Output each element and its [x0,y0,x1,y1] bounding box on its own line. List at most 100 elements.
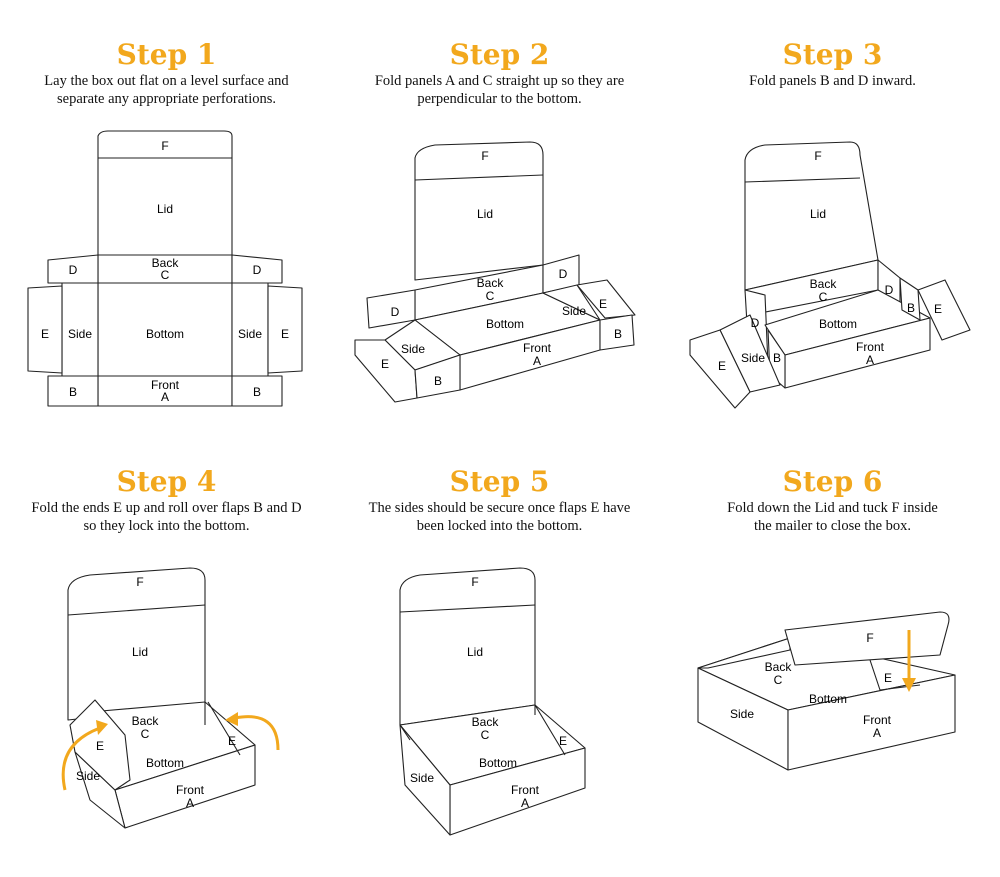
label-e: E [559,734,567,748]
label-side: Side [741,351,765,365]
label-e: E [884,671,892,685]
panel-f [97,130,233,159]
label-c: C [481,728,490,742]
step-title: Step 5 [449,465,550,498]
label-a: A [873,726,881,740]
label-e: E [96,739,104,753]
label-d: D [69,263,78,277]
desc-line: the mailer to close the box. [753,518,912,534]
step-title: Step 4 [116,465,217,498]
label-front: Front [511,783,540,797]
label-a: A [866,353,874,367]
fold-arrow-icon [61,726,101,791]
label-f: F [161,139,168,153]
label-side: Side [562,304,586,318]
label-b: B [434,374,442,388]
step-6: Step 6 Fold down the Lid and tuck F insi… [666,465,999,535]
step-title: Step 1 [116,38,217,71]
label-b: B [253,385,261,399]
desc-line: Fold panels B and D inward. [749,73,916,89]
label-front: Front [856,340,885,354]
step-title: Step 6 [782,465,883,498]
label-d: D [751,316,760,330]
step-6-diagram: F Back C Bottom E Side Front A [697,611,956,771]
label-side: Side [410,771,434,785]
fold-line [207,701,241,756]
desc-line: separate any appropriate perforations. [56,91,276,107]
desc-line: Fold the ends E up and roll over flaps B… [31,500,302,516]
label-e: E [41,327,49,341]
desc-line: Lay the box out flat on a level surface … [44,73,289,89]
panel-side [399,724,451,836]
flap-e-left [69,699,131,791]
panel-bottom [97,282,233,377]
step-description: Lay the box out flat on a level surface … [17,72,317,108]
label-back: Back [810,277,838,291]
label-bottom: Bottom [809,692,847,706]
flap-e-left [27,285,63,374]
desc-line: Fold down the Lid and tuck F inside [727,500,938,516]
desc-line: perpendicular to the bottom. [417,91,582,107]
label-f: F [136,575,143,589]
desc-line: been locked into the bottom. [416,518,583,534]
label-c: C [774,673,783,687]
label-back: Back [152,256,180,270]
label-c: C [141,727,150,741]
flap-e-right [267,285,303,374]
label-b: B [907,301,915,315]
label-f: F [866,631,873,645]
step-1-diagram: F Lid Back C D D Bottom Side Side E E Fr… [27,130,303,407]
flap-e-left [689,329,751,409]
label-lid: Lid [810,207,826,221]
label-a: A [521,796,529,810]
label-front: Front [523,341,552,355]
label-front: Front [176,783,205,797]
step-4: Step 4 Fold the ends E up and roll over … [0,465,333,535]
panel-lid [67,567,206,721]
step-title: Step 3 [782,38,883,71]
label-back: Back [765,660,793,674]
label-d: D [559,267,568,281]
step-description: The sides should be secure once flaps E … [350,499,650,535]
label-back: Back [132,714,160,728]
panel-side-right [542,284,601,321]
label-a: A [186,796,194,810]
arrowhead-icon [96,720,108,735]
step-3-diagram: F Lid Back C D D Bottom Front A Side E E… [689,141,971,409]
label-lid: Lid [132,645,148,659]
desc-line: so they lock into the bottom. [83,518,250,534]
flap-b-right [899,277,921,321]
label-a: A [161,390,169,404]
step-description: Fold panels A and C straight up so they … [350,72,650,108]
panel-front [97,375,233,407]
label-e: E [599,297,607,311]
label-b: B [614,327,622,341]
step-4-diagram: F Lid Back C Bottom Front A Side E E [61,567,280,829]
label-bottom: Bottom [146,756,184,770]
label-back: Back [477,276,505,290]
label-e: E [281,327,289,341]
step-5: Step 5 The sides should be secure once f… [333,465,666,535]
label-f: F [471,575,478,589]
label-lid: Lid [467,645,483,659]
flap-b-left [47,375,99,407]
label-front: Front [151,378,180,392]
label-c: C [819,290,828,304]
panel-back [697,637,791,669]
label-d: D [885,283,894,297]
label-e: E [718,359,726,373]
step-5-diagram: F Lid Back C Bottom Front A Side E [399,567,586,836]
step-description: Fold the ends E up and roll over flaps B… [17,499,317,535]
step-1: Step 1 Lay the box out flat on a level s… [0,38,333,108]
flap-b-left [414,354,461,399]
label-bottom: Bottom [819,317,857,331]
label-back: Back [472,715,500,729]
step-2: Step 2 Fold panels A and C straight up s… [333,38,666,108]
arrowhead-icon [902,678,916,692]
label-bottom: Bottom [146,327,184,341]
label-d: D [391,305,400,319]
label-b: B [69,385,77,399]
flap-e-right [576,279,636,319]
label-side: Side [68,327,92,341]
desc-line: The sides should be secure once flaps E … [368,500,631,516]
